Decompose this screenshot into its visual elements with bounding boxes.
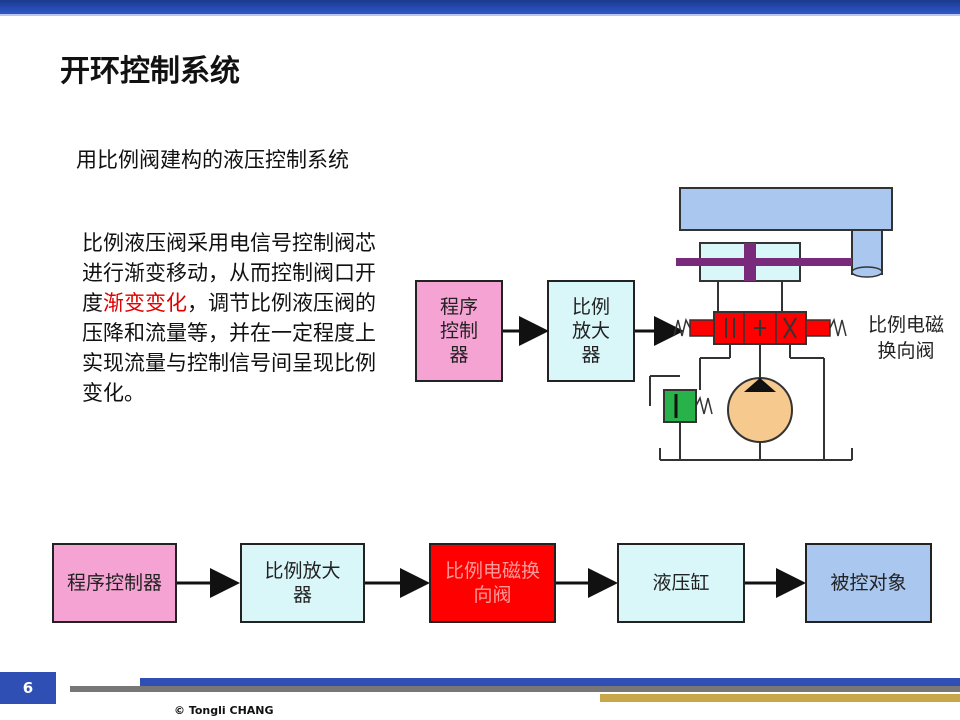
description-part1: 比例液压阀采用电信号控制阀芯进行渐变移动，从而控制阀口开度 [82, 231, 376, 315]
piston [744, 243, 756, 281]
description-part2: ，调节比例液压阀的压降和流量等，并在一定程度上实现流量与控制信号间呈现比例变化。 [82, 291, 376, 405]
piston-rod [676, 258, 852, 266]
footer-gray-bar [70, 686, 960, 692]
slide-subtitle: 用比例阀建构的液压控制系统 [76, 148, 349, 172]
flow-box-controlled-object: 被控对象 [805, 543, 932, 623]
description-text: 比例液压阀采用电信号控制阀芯进行渐变移动，从而控制阀口开度渐变变化，调节比例液压… [82, 228, 382, 408]
top-accent-bar [0, 0, 960, 14]
flow-box-proportional-amplifier: 比例放大器 [240, 543, 365, 623]
footer-blue-bar [140, 678, 960, 688]
schematic-proportional-amplifier: 比例放大器 [547, 280, 635, 382]
page-number: 6 [0, 672, 56, 704]
flow-box-hydraulic-cylinder: 液压缸 [617, 543, 745, 623]
top-accent-line [0, 14, 960, 16]
slide-title: 开环控制系统 [60, 54, 240, 89]
spring-right [829, 317, 847, 337]
copyright-text: © Tongli CHANG [174, 704, 274, 717]
valve-label: 比例电磁换向阀 [867, 314, 944, 362]
flow-box-proportional-valve: 比例电磁换向阀 [429, 543, 556, 623]
flow-box-program-controller: 程序控制器 [52, 543, 177, 623]
load-block [679, 187, 893, 231]
solenoid-right [805, 319, 831, 337]
description-highlight: 渐变变化 [103, 291, 187, 315]
spring-left [673, 317, 691, 337]
relief-valve [663, 389, 697, 423]
footer-gold-bar [600, 694, 960, 702]
solenoid-left [689, 319, 715, 337]
schematic-program-controller: 程序控制器 [415, 280, 503, 382]
